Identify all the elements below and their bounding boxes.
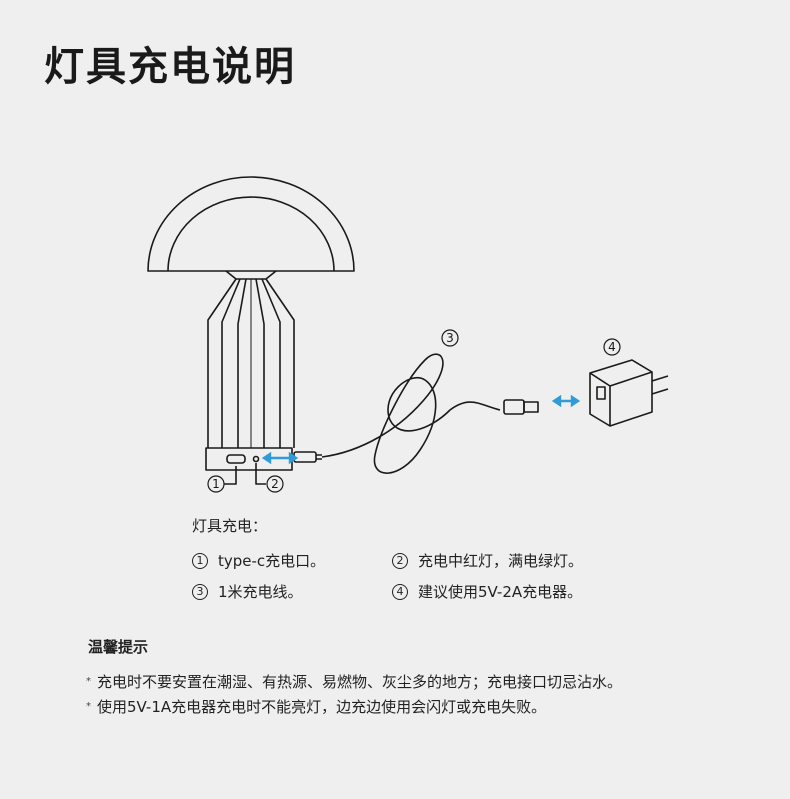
power-adapter [589, 359, 653, 427]
item-text: 1米充电线。 [218, 583, 303, 601]
bullet-icon: * [86, 701, 91, 712]
marker-4: 4 [608, 340, 616, 354]
item-text: type-c充电口。 [218, 552, 326, 570]
type-c-port [226, 454, 246, 464]
marker-3: 3 [446, 331, 454, 345]
marker-2: 2 [271, 477, 279, 491]
item-number: 2 [392, 552, 408, 569]
charging-cable [321, 353, 501, 474]
usb-plug [503, 399, 525, 415]
bullet-icon: * [86, 676, 91, 687]
tips-heading: 温馨提示 [88, 638, 149, 656]
page-title: 灯具充电说明 [44, 44, 296, 90]
item-number: 4 [392, 583, 408, 600]
charging-diagram: 1 2 3 4 [147, 176, 669, 493]
charging-item: 3 1米充电线。 [192, 581, 303, 602]
item-number: 1 [192, 552, 208, 569]
charging-item: 1 type-c充电口。 [192, 550, 325, 571]
item-text: 建议使用5V-2A充电器。 [418, 583, 583, 601]
charging-heading: 灯具充电： [192, 517, 268, 535]
tip-text: 使用5V-1A充电器充电时不能亮灯，边充边使用会闪灯或充电失败。 [97, 698, 547, 716]
charging-item: 4 建议使用5V-2A充电器。 [392, 581, 582, 602]
item-number: 3 [192, 583, 208, 600]
charging-item: 2 充电中红灯，满电绿灯。 [392, 550, 583, 571]
lamp-body [207, 278, 295, 448]
item-text: 充电中红灯，满电绿灯。 [418, 552, 584, 570]
tip-item: * 使用5V-1A充电器充电时不能亮灯，边充边使用会闪灯或充电失败。 [86, 696, 546, 717]
indicator-light [252, 455, 260, 463]
marker-1: 1 [212, 477, 220, 491]
tip-text: 充电时不要安置在潮湿、有热源、易燃物、灰尘多的地方；充电接口切忌沾水。 [97, 673, 623, 691]
lamp-shade [147, 176, 355, 272]
tip-item: * 充电时不要安置在潮湿、有热源、易燃物、灰尘多的地方；充电接口切忌沾水。 [86, 671, 622, 692]
